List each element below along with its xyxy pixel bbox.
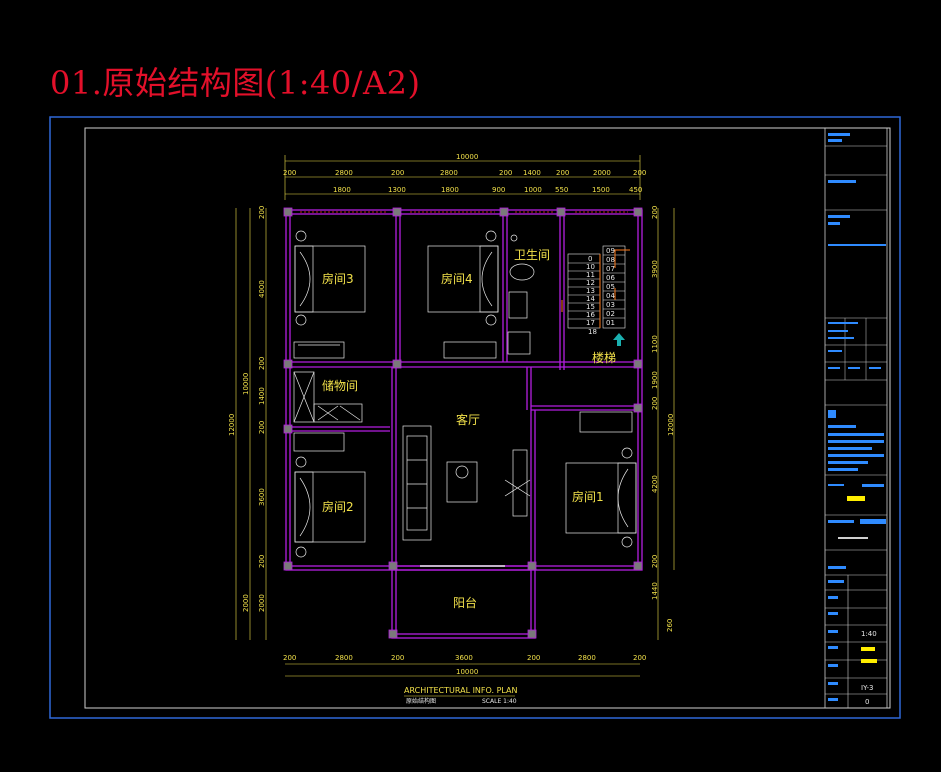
stair-num: 13 [586,287,595,295]
stair-arrow-icon [613,333,625,346]
dim-right: 200 [651,206,659,219]
stair-num: 18 [588,328,597,336]
stair-num: 02 [606,310,615,318]
dim-left: 1400 [258,387,266,405]
room-label-living: 客厅 [456,412,480,427]
dim-right-total: 12000 [667,414,675,436]
dim-left: 200 [258,421,266,434]
stair-num: 11 [586,271,595,279]
stair-num: 16 [586,311,595,319]
inner-frame [84,127,891,709]
dim-top2: 900 [492,186,505,194]
dim-top: 200 [391,169,404,177]
dim-bottom: 2800 [578,654,596,662]
dim-top: 2800 [335,169,353,177]
dim-top: 200 [556,169,569,177]
outer-frame [49,116,901,719]
dim-left: 200 [258,357,266,370]
dim-top2: 1300 [388,186,406,194]
dim-top2: 550 [555,186,568,194]
stair-numbers: 0 10 11 12 13 14 15 16 17 18 09 08 07 06… [586,247,615,336]
stair-num: 12 [586,279,595,287]
room-label-stairs: 楼梯 [592,350,616,365]
room-label-room1: 房间1 [572,489,604,504]
dim-right: 3900 [651,260,659,278]
title-block-number: 0 [865,698,869,706]
title-block-sheet: IY-3 [861,684,874,692]
dim-right-bottom: 1440 [651,582,659,600]
stair-num: 01 [606,319,615,327]
dim-left-total: 12000 [228,414,236,436]
dim-bottom: 3600 [455,654,473,662]
dim-top-total: 10000 [456,153,478,161]
title-block-scale: 1:40 [861,630,877,638]
stair-num: 0 [588,255,592,263]
dim-top2: 1000 [524,186,542,194]
dim-left: 4000 [258,280,266,298]
dim-top2: 450 [629,186,642,194]
stairs [561,245,630,329]
room-label-storage: 储物间 [322,378,358,393]
stair-num: 05 [606,283,615,291]
stair-num: 08 [606,256,615,264]
title-block: 1:40 IY-3 0 [824,127,888,709]
dim-left-bottom: 2000 [242,594,250,612]
dim-bottom: 200 [391,654,404,662]
dim-right: 1900 [651,371,659,389]
dim-top: 200 [499,169,512,177]
room-label-bathroom: 卫生间 [514,248,550,262]
room-label-balcony: 阳台 [453,595,477,610]
dim-top: 200 [633,169,646,177]
room-label-room3: 房间3 [322,271,354,286]
dim-right-bottom: 260 [666,619,674,632]
dimension-texts: 10000 200 2800 200 2800 200 1400 200 200… [228,153,675,676]
dim-bottom: 200 [527,654,540,662]
dim-left: 3600 [258,488,266,506]
dim-bottom: 200 [283,654,296,662]
dim-right: 1100 [651,335,659,353]
page-title: 01.原始结构图(1:40/A2) [50,64,421,102]
dimension-lines [235,155,675,677]
dim-bottom-total: 10000 [456,668,478,676]
stair-num: 07 [606,265,615,273]
dim-left: 200 [258,555,266,568]
room-label-room2: 房间2 [322,499,354,514]
dim-top2: 1800 [441,186,459,194]
plan-caption: ARCHITECTURAL INFO. PLAN [404,686,518,695]
stair-num: 14 [586,295,595,303]
dim-left-bottom: 2000 [258,594,266,612]
dim-right: 200 [651,397,659,410]
stair-num: 09 [606,247,615,255]
dim-top2: 1800 [333,186,351,194]
dim-right: 4200 [651,475,659,493]
dim-bottom: 2800 [335,654,353,662]
dim-top: 2800 [440,169,458,177]
dim-left-sub: 10000 [242,373,250,395]
room-label-room4: 房间4 [441,271,473,286]
dim-top2: 1500 [592,186,610,194]
plan-caption-sub-left: 原始结构图 [406,697,436,705]
furniture [293,230,637,558]
stair-num: 03 [606,301,615,309]
dim-right: 200 [651,555,659,568]
plan-caption-sub-right: SCALE 1:40 [482,698,517,705]
dim-bottom: 200 [633,654,646,662]
window-marks [300,211,628,567]
stair-num: 04 [606,292,615,300]
columns [283,207,643,639]
stair-num: 10 [586,263,595,271]
dim-left: 200 [258,206,266,219]
dim-top: 2000 [593,169,611,177]
dim-top: 1400 [523,169,541,177]
stair-num: 17 [586,319,595,327]
dim-top: 200 [283,169,296,177]
stair-num: 15 [586,303,595,311]
stair-num: 06 [606,274,615,282]
